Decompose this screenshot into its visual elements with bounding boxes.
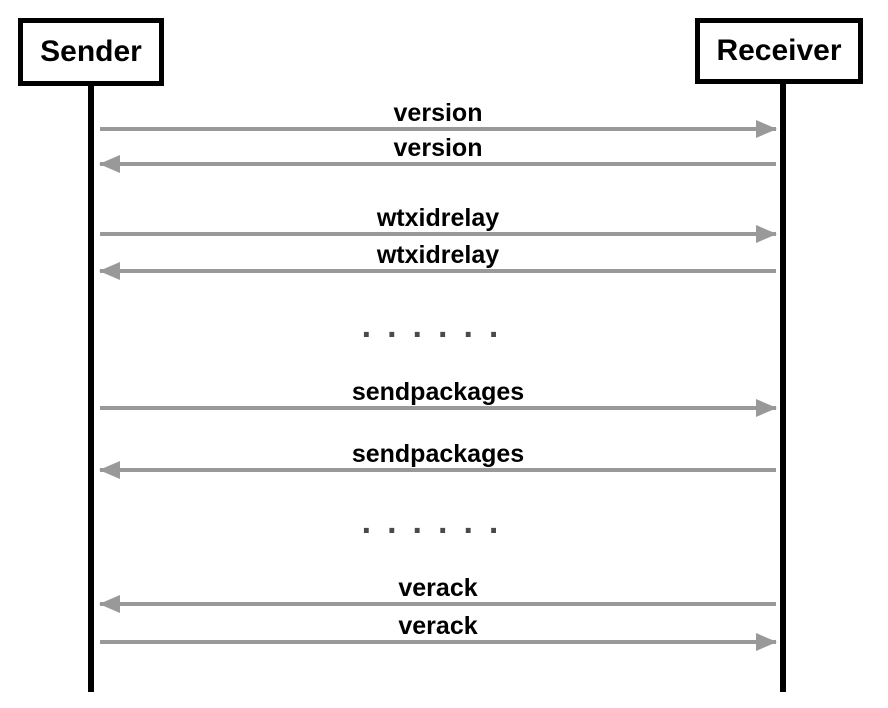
message-label: sendpackages: [351, 440, 525, 468]
ellipsis-row: ......: [361, 503, 515, 541]
message-label: sendpackages: [351, 378, 525, 406]
arrow-left: [99, 155, 776, 173]
message-version-to-receiver: version: [100, 99, 777, 138]
message-label: verack: [398, 612, 478, 640]
message-sendpackages-to-receiver: sendpackages: [100, 378, 777, 417]
lifeline-receiver: [780, 84, 786, 692]
message-wtxidrelay-to-sender: wtxidrelay: [99, 241, 776, 280]
actor-box-receiver: Receiver: [695, 18, 863, 84]
arrow-right: [100, 120, 777, 138]
arrowhead-left-icon: [99, 461, 120, 479]
arrowhead-left-icon: [99, 155, 120, 173]
actor-label-sender: Sender: [40, 35, 142, 68]
arrowhead-left-icon: [99, 262, 120, 280]
message-verack-to-sender: verack: [99, 574, 776, 613]
arrowhead-right-icon: [756, 225, 777, 243]
actor-label-receiver: Receiver: [716, 34, 842, 67]
message-label: version: [393, 99, 483, 127]
message-sendpackages-to-sender: sendpackages: [99, 440, 776, 479]
message-wtxidrelay-to-receiver: wtxidrelay: [100, 204, 777, 243]
actor-box-sender: Sender: [18, 18, 164, 86]
arrowhead-right-icon: [756, 633, 777, 651]
arrow-left: [99, 461, 776, 479]
message-label: wtxidrelay: [376, 241, 500, 269]
lifeline-sender: [88, 86, 94, 692]
arrowhead-left-icon: [99, 595, 120, 613]
arrow-right: [100, 225, 777, 243]
arrowhead-right-icon: [756, 120, 777, 138]
message-version-to-sender: version: [99, 134, 776, 173]
message-label: version: [393, 134, 483, 162]
arrow-left: [99, 262, 776, 280]
message-label: wtxidrelay: [376, 204, 500, 232]
arrow-right: [100, 633, 777, 651]
message-label: verack: [398, 574, 478, 602]
arrow-right: [100, 399, 777, 417]
message-verack-to-receiver: verack: [100, 612, 777, 651]
arrow-left: [99, 595, 776, 613]
arrowhead-right-icon: [756, 399, 777, 417]
ellipsis-row: ......: [361, 307, 515, 345]
